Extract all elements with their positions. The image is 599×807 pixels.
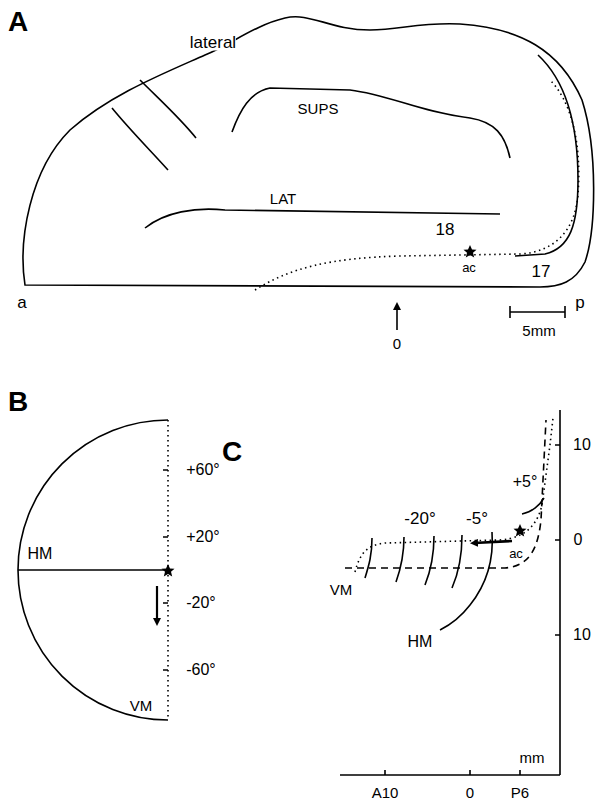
panel-letter: A	[8, 8, 28, 36]
sulcus-label: LAT	[270, 191, 296, 206]
orientation-label: lateral	[190, 34, 236, 51]
axis-tick-label: 0	[574, 532, 583, 548]
axis-tick-label: 10	[573, 627, 591, 643]
axis-unit-label: mm	[520, 750, 545, 765]
landmark-label: ac	[509, 547, 523, 560]
position-label: 0	[393, 336, 401, 351]
eccentricity-label: -20°	[404, 510, 435, 527]
meridian-label: HM	[408, 634, 433, 650]
meridian-label: VM	[330, 582, 353, 597]
area-label: 17	[532, 263, 551, 280]
elevation-label: -20°	[186, 595, 216, 611]
orientation-label: a	[17, 294, 26, 311]
panel-letter: B	[8, 388, 28, 416]
area-label: 18	[436, 221, 455, 238]
eccentricity-label: -5°	[466, 510, 488, 527]
axis-tick-label: 0	[466, 785, 474, 800]
axis-tick-label: 10	[573, 437, 591, 453]
eccentricity-label: +5°	[513, 474, 538, 490]
meridian-label: HM	[28, 546, 53, 562]
axis-tick-label: A10	[372, 785, 399, 800]
elevation-label: +60°	[186, 462, 220, 478]
scale-label: 5mm	[522, 323, 555, 338]
landmark-label: ac	[462, 261, 476, 274]
elevation-label: -60°	[186, 662, 216, 678]
orientation-label: p	[575, 294, 584, 311]
meridian-label: VM	[130, 698, 153, 713]
panel-letter: C	[222, 438, 242, 466]
elevation-label: +20°	[186, 529, 220, 545]
sulcus-label: SUPS	[298, 101, 339, 116]
axis-tick-label: P6	[511, 785, 529, 800]
